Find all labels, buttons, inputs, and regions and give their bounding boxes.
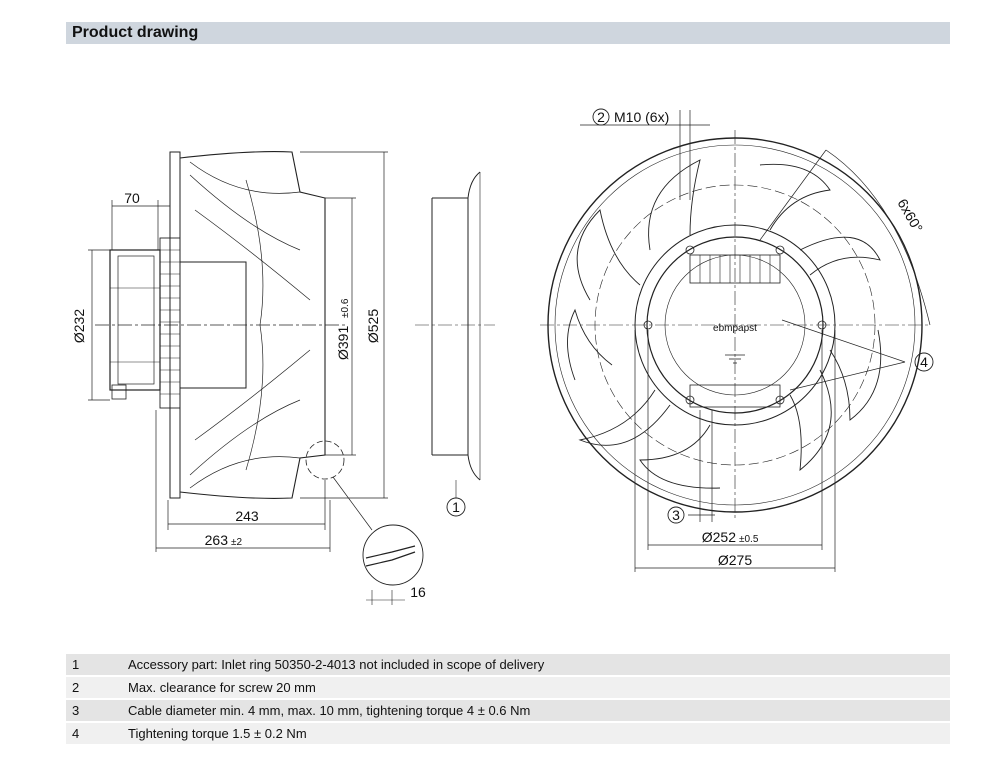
dim-252: Ø252 bbox=[702, 529, 736, 545]
legend-table: 1 Accessory part: Inlet ring 50350-2-401… bbox=[66, 654, 950, 746]
section-header: Product drawing bbox=[66, 22, 950, 44]
legend-number: 3 bbox=[66, 699, 122, 722]
legend-row: 2 Max. clearance for screw 20 mm bbox=[66, 676, 950, 699]
dim-263-tolerance: ±2 bbox=[231, 537, 242, 548]
callout-3: 3 bbox=[672, 507, 680, 523]
impeller-blades bbox=[567, 159, 882, 489]
brand-label: ebmpapst bbox=[713, 323, 757, 334]
inlet-ring bbox=[415, 171, 495, 498]
dim-391-tolerance: ±0.6 bbox=[340, 298, 351, 318]
legend-row: 4 Tightening torque 1.5 ± 0.2 Nm bbox=[66, 722, 950, 745]
motor-housing bbox=[109, 249, 161, 391]
product-drawing: ebmpapst 70 Ø232 243 263 bbox=[71, 108, 934, 605]
front-view-dimensions bbox=[580, 110, 931, 572]
dim-angle: 6x60° bbox=[894, 196, 926, 235]
callout-4-circle bbox=[914, 352, 934, 372]
dim-275: Ø275 bbox=[718, 552, 752, 568]
callout-4: 4 bbox=[920, 354, 928, 370]
detail-view bbox=[362, 524, 424, 605]
legend-number: 1 bbox=[66, 654, 122, 676]
dim-70: 70 bbox=[124, 190, 140, 206]
legend-text: Tightening torque 1.5 ± 0.2 Nm bbox=[122, 722, 950, 745]
callout-markers bbox=[446, 108, 934, 524]
callout-1-circle bbox=[446, 497, 466, 517]
dim-525: Ø525 bbox=[365, 309, 381, 343]
callout-2-circle bbox=[592, 108, 610, 126]
dim-263: 263 bbox=[205, 532, 229, 548]
front-view: ebmpapst bbox=[540, 130, 930, 520]
dim-232: Ø232 bbox=[71, 309, 87, 343]
legend-text: Accessory part: Inlet ring 50350-2-4013 … bbox=[122, 654, 950, 676]
dim-252-tolerance: ±0.5 bbox=[739, 534, 759, 545]
legend-text: Max. clearance for screw 20 mm bbox=[122, 676, 950, 699]
dim-391: Ø391 bbox=[335, 326, 351, 360]
dim-m10: M10 (6x) bbox=[614, 109, 669, 125]
callout-2: 2 bbox=[597, 109, 605, 125]
dim-16: 16 bbox=[410, 584, 426, 600]
dim-243: 243 bbox=[235, 508, 259, 524]
side-view bbox=[95, 151, 373, 531]
impeller-contour bbox=[179, 151, 326, 499]
callout-1: 1 bbox=[452, 499, 460, 515]
mounting-holes bbox=[643, 245, 827, 405]
side-view-dimensions bbox=[88, 151, 388, 552]
callout-3-circle bbox=[667, 506, 685, 524]
section-title: Product drawing bbox=[72, 24, 199, 41]
legend-number: 4 bbox=[66, 722, 122, 745]
legend-number: 2 bbox=[66, 676, 122, 699]
legend-text: Cable diameter min. 4 mm, max. 10 mm, ti… bbox=[122, 699, 950, 722]
legend-row: 3 Cable diameter min. 4 mm, max. 10 mm, … bbox=[66, 699, 950, 722]
legend-row: 1 Accessory part: Inlet ring 50350-2-401… bbox=[66, 654, 950, 676]
